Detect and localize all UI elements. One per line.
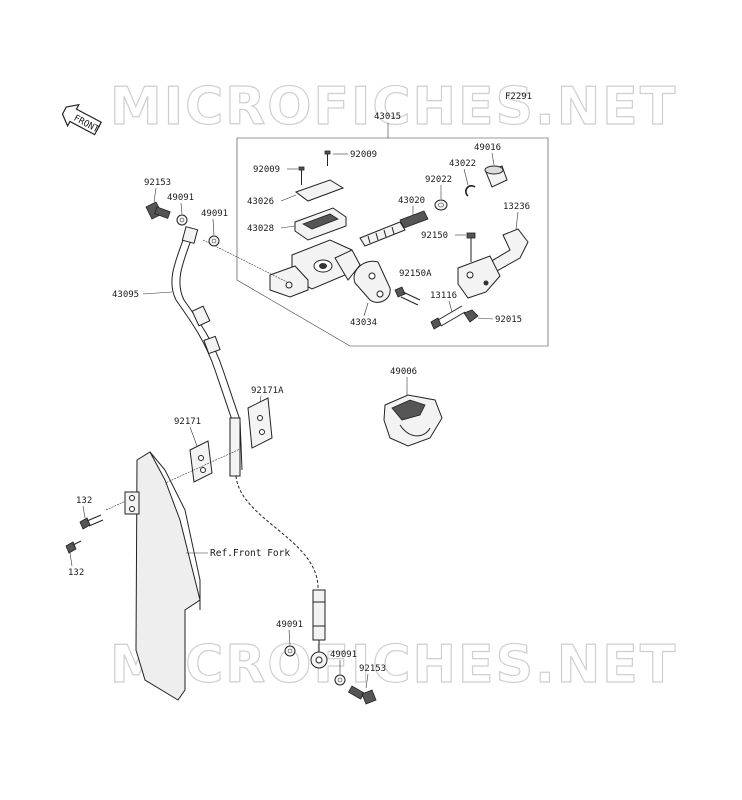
label-43034: 43034 — [350, 318, 377, 328]
label-43020: 43020 — [398, 196, 425, 206]
label-13236: 13236 — [503, 202, 530, 212]
label-49006: 49006 — [390, 367, 417, 377]
circlip-43022 — [465, 185, 476, 197]
label-132-upper: 132 — [76, 496, 92, 506]
front-arrow-icon: FRONT — [61, 103, 103, 136]
label-92022: 92022 — [425, 175, 452, 185]
label-43015: 43015 — [374, 112, 401, 122]
label-13116: 13116 — [430, 291, 457, 301]
boot-49016 — [484, 165, 508, 188]
label-92171A: 92171A — [251, 386, 284, 396]
clamp-92171A — [247, 397, 273, 449]
label-49091-c: 49091 — [276, 620, 303, 630]
screw-92009-left — [298, 166, 305, 185]
clamp-43034 — [353, 260, 391, 303]
label-92009-right: 92009 — [350, 150, 377, 160]
lever-guard-49006 — [383, 394, 443, 447]
label-92015: 92015 — [495, 315, 522, 325]
banjo-bolt-92153-top — [145, 201, 171, 220]
label-92153-top: 92153 — [144, 178, 171, 188]
label-92150A: 92150A — [399, 269, 432, 279]
label-43095: 43095 — [112, 290, 139, 300]
label-49091-b: 49091 — [201, 209, 228, 219]
label-92153-bottom: 92153 — [359, 664, 386, 674]
assembly-outline — [236, 137, 549, 347]
nut-92015 — [463, 309, 479, 323]
lever-13236 — [457, 228, 529, 299]
brake-hose-43095 — [171, 226, 319, 591]
diagram-code: F2291 — [505, 92, 532, 102]
clamp-bolt-92150A — [394, 286, 421, 306]
label-ref-front-fork: Ref.Front Fork — [210, 548, 290, 559]
watermark-bottom: MICROFICHES.NET — [110, 635, 677, 695]
lower-hose-fitting — [310, 589, 328, 669]
pin-13116 — [430, 305, 466, 330]
master-cylinder-body — [269, 239, 361, 298]
bolt-132-upper — [79, 514, 104, 530]
label-43022: 43022 — [449, 159, 476, 169]
watermark-top: MICROFICHES.NET — [110, 77, 677, 137]
cover-43026 — [294, 179, 345, 202]
label-49091-d: 49091 — [330, 650, 357, 660]
label-92171: 92171 — [174, 417, 201, 427]
label-43028: 43028 — [247, 224, 274, 234]
label-92009-left: 92009 — [253, 165, 280, 175]
pivot-bolt-92150 — [466, 232, 476, 262]
piston-kit-43020 — [359, 210, 429, 247]
label-92150: 92150 — [421, 231, 448, 241]
label-49091-a: 49091 — [167, 193, 194, 203]
banjo-bolt-92153-bottom — [347, 685, 377, 705]
screw-92009-right — [324, 150, 331, 166]
label-43026: 43026 — [247, 197, 274, 207]
front-fork-reference — [124, 451, 201, 701]
clamp-92171 — [189, 440, 213, 483]
bolt-132-lower — [65, 540, 82, 554]
label-49016: 49016 — [474, 143, 501, 153]
label-132-lower: 132 — [68, 568, 84, 578]
